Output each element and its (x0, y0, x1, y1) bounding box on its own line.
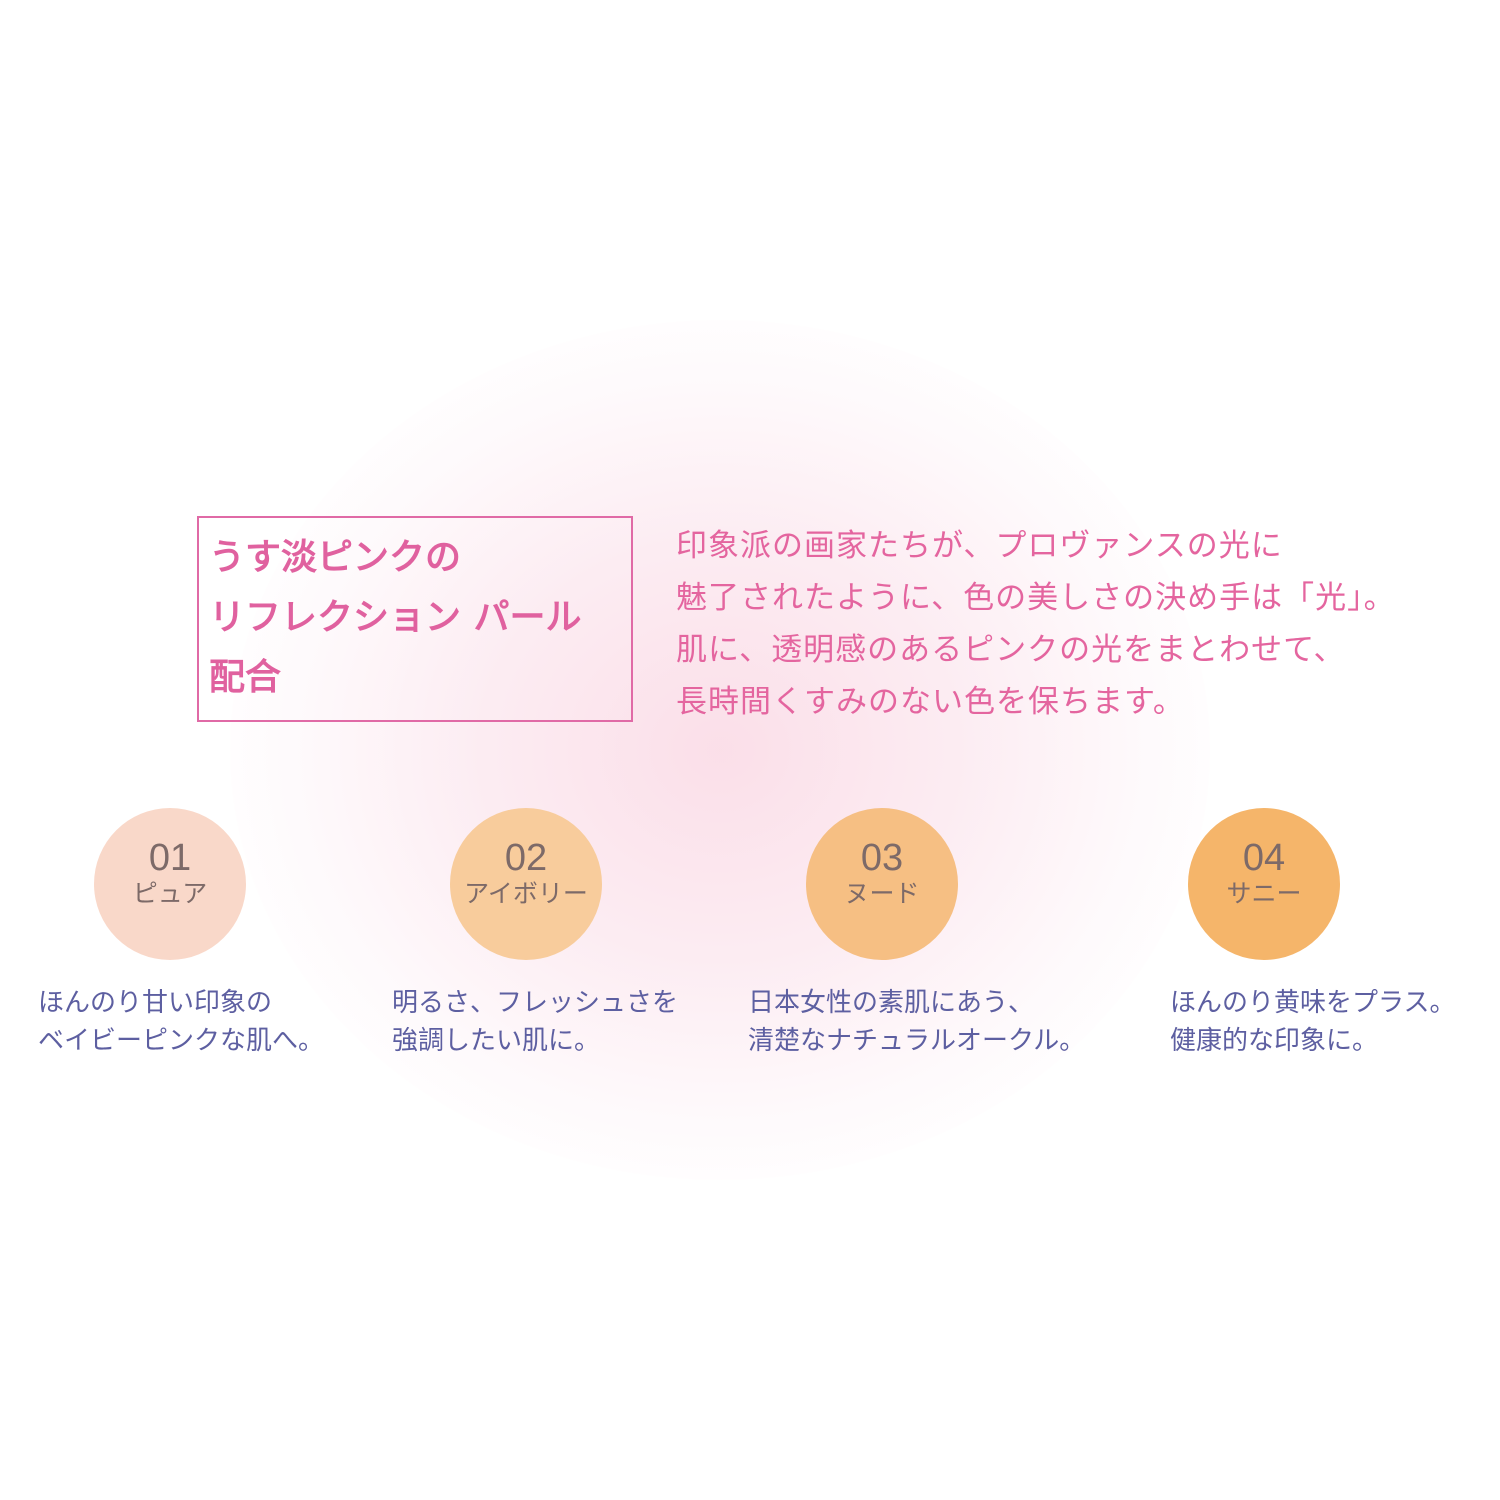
shade-description-line: ほんのり黄味をプラス。 (1170, 988, 1456, 1018)
shade-swatch-circle: 01 ピュア (94, 808, 246, 960)
shade-description-line: 清楚なナチュラルオークル。 (748, 1026, 1086, 1056)
shade-number: 02 (504, 837, 548, 879)
shade-description: ほんのり甘い印象の ベイビーピンクな肌へ。 (38, 984, 324, 1060)
shade-swatch-circle: 03 ヌード (806, 808, 958, 960)
shade-description-line: ほんのり甘い印象の (38, 988, 273, 1018)
description-line-1: 印象派の画家たちが、プロヴァンスの光に (676, 528, 1283, 564)
shade-swatch-circle: 04 サニー (1188, 808, 1340, 960)
shade-description-line: 日本女性の素肌にあう、 (748, 988, 1035, 1018)
shade-description: 日本女性の素肌にあう、 清楚なナチュラルオークル。 (748, 984, 1085, 1060)
description-line-2: 魅了されたように、色の美しさの決め手は「光」。 (676, 580, 1396, 616)
shade-number: 01 (148, 837, 192, 879)
shade-name: ピュア (132, 879, 208, 908)
description-line-4: 長時間くすみのない色を保ちます。 (676, 684, 1185, 720)
feature-description: 印象派の画家たちが、プロヴァンスの光に 魅了されたように、色の美しさの決め手は「… (676, 520, 1476, 728)
description-line-3: 肌に、透明感のあるピンクの光をまとわせて、 (676, 632, 1346, 668)
shade-name: サニー (1226, 879, 1302, 908)
shade-swatch-circle: 02 アイボリー (450, 808, 602, 960)
shade-name: ヌード (844, 879, 920, 908)
heading-line-2: リフレクション パール (209, 597, 582, 638)
heading-line-1: うす淡ピンクの (209, 537, 462, 578)
shade-number: 04 (1242, 837, 1286, 879)
shade-description-line: 健康的な印象に。 (1170, 1026, 1379, 1056)
shade-description-line: ベイビーピンクな肌へ。 (38, 1026, 325, 1056)
shade-name: アイボリー (464, 879, 588, 908)
shade-description: ほんのり黄味をプラス。 健康的な印象に。 (1170, 984, 1455, 1060)
feature-heading-box: うす淡ピンクの リフレクション パール 配合 (197, 516, 633, 722)
shade-description-line: 強調したい肌に。 (392, 1026, 601, 1056)
pink-glow-background (230, 320, 1210, 1180)
shade-number: 03 (860, 837, 904, 879)
shade-description-line: 明るさ、フレッシュさを (392, 988, 679, 1018)
heading-line-3: 配合 (209, 657, 282, 698)
shade-description: 明るさ、フレッシュさを 強調したい肌に。 (392, 984, 678, 1060)
